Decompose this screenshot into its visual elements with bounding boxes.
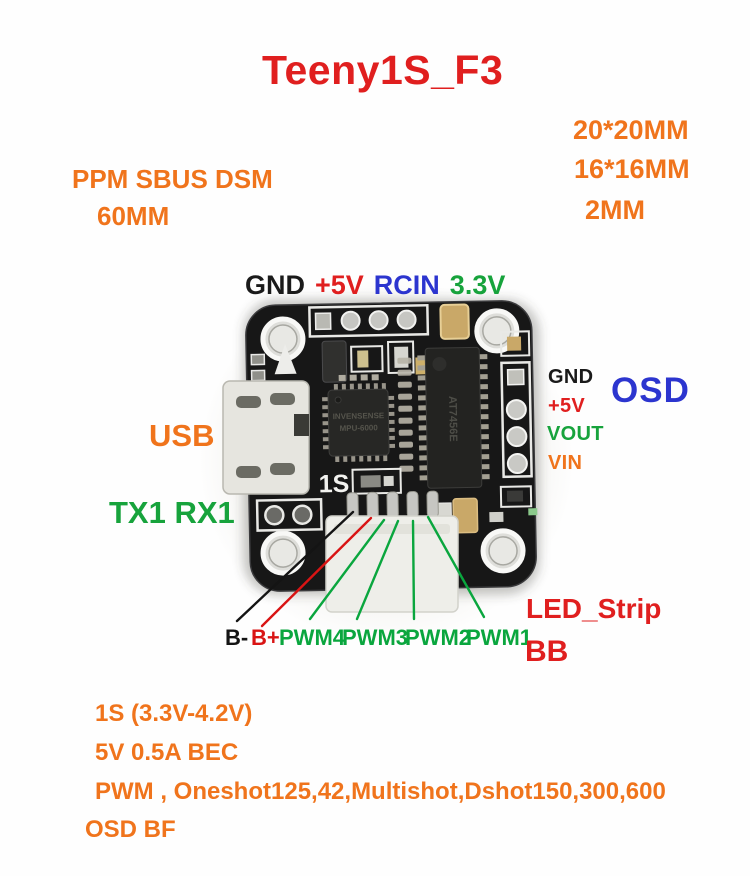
- mounting-hole-top-right: [474, 308, 520, 354]
- connector-pins: [346, 490, 439, 520]
- top-pin-labels: GND +5V RCIN 3.3V: [245, 270, 506, 300]
- right-pin-vout: VOUT: [547, 423, 604, 445]
- wire-pwm2: [411, 519, 416, 621]
- led-strip-label: LED_Strip: [526, 593, 662, 624]
- wire-pwm3: [355, 519, 400, 621]
- spec-bec: 5V 0.5A BEC: [95, 739, 239, 766]
- wire-battery-positive: [260, 516, 373, 628]
- dimension-hole-spacing: 16*16MM: [574, 154, 690, 184]
- spec-esc-protocols: PWM , Oneshot125,42,Multishot,Dshot150,3…: [95, 778, 666, 805]
- silkscreen-1s-label: 1S: [318, 470, 349, 499]
- bb-label: BB: [525, 635, 569, 668]
- mounting-hole-bottom-right: [480, 528, 526, 574]
- top-pin-gnd: GND: [245, 270, 305, 300]
- crystal-oscillator: [439, 303, 470, 340]
- wires: [235, 510, 486, 628]
- osd-label: OSD: [611, 371, 690, 410]
- top-pin-5v: +5V: [315, 270, 364, 300]
- top-pin-rcin: RCIN: [373, 270, 440, 300]
- orientation-arrow: [274, 343, 297, 375]
- uart-pads: [255, 498, 323, 532]
- weight-label: 60MM: [97, 201, 170, 231]
- imu-chip-pins: [322, 383, 396, 463]
- mounting-holes: [260, 308, 526, 576]
- spec-osd-bf: OSD BF: [85, 816, 176, 843]
- pcb-board: INVENSENSE MPU-6000 AT7456E: [245, 300, 538, 592]
- solder-column: [397, 357, 414, 472]
- right-pin-vin: VIN: [548, 452, 583, 474]
- usb-connector: [222, 380, 310, 495]
- dimension-board-size: 20*20MM: [573, 115, 689, 145]
- wire-label-b-plus: B+: [251, 625, 280, 650]
- usb-label: USB: [149, 418, 215, 453]
- osd-chip: AT7456E: [417, 346, 490, 489]
- wire-label-pwm1: PWM1: [466, 625, 532, 650]
- wire-label-pwm2: PWM2: [405, 625, 471, 650]
- top-pad-header: [308, 303, 430, 338]
- osd-chip-pins: [417, 354, 490, 481]
- dimension-hole-diameter: 2MM: [585, 195, 645, 225]
- wire-battery-negative: [235, 510, 355, 623]
- imu-chip-marking-line1: INVENSENSE: [333, 411, 385, 421]
- right-pin-5v: +5V: [548, 395, 586, 417]
- uart-label: TX1 RX1: [109, 495, 235, 530]
- page-title: Teeny1S_F3: [262, 47, 504, 93]
- wire-label-b-minus: B-: [225, 625, 249, 650]
- imu-chip-marking-line2: MPU-6000: [339, 423, 378, 433]
- imu-chip: INVENSENSE MPU-6000: [322, 383, 396, 463]
- wire-pwm1: [426, 515, 486, 619]
- wire-label-pwm4: PWM4: [279, 625, 345, 650]
- mounting-hole-bottom-left: [260, 530, 306, 576]
- right-pin-gnd: GND: [548, 366, 594, 388]
- wire-label-pwm3: PWM3: [342, 625, 408, 650]
- wire-pwm4: [308, 518, 386, 621]
- right-pad-column: [499, 330, 533, 479]
- receiver-protocols-label: PPM SBUS DSM: [72, 164, 273, 194]
- top-pin-3v3: 3.3V: [449, 270, 506, 300]
- spec-battery: 1S (3.3V-4.2V): [95, 700, 253, 727]
- osd-chip-marking: AT7456E: [446, 396, 459, 442]
